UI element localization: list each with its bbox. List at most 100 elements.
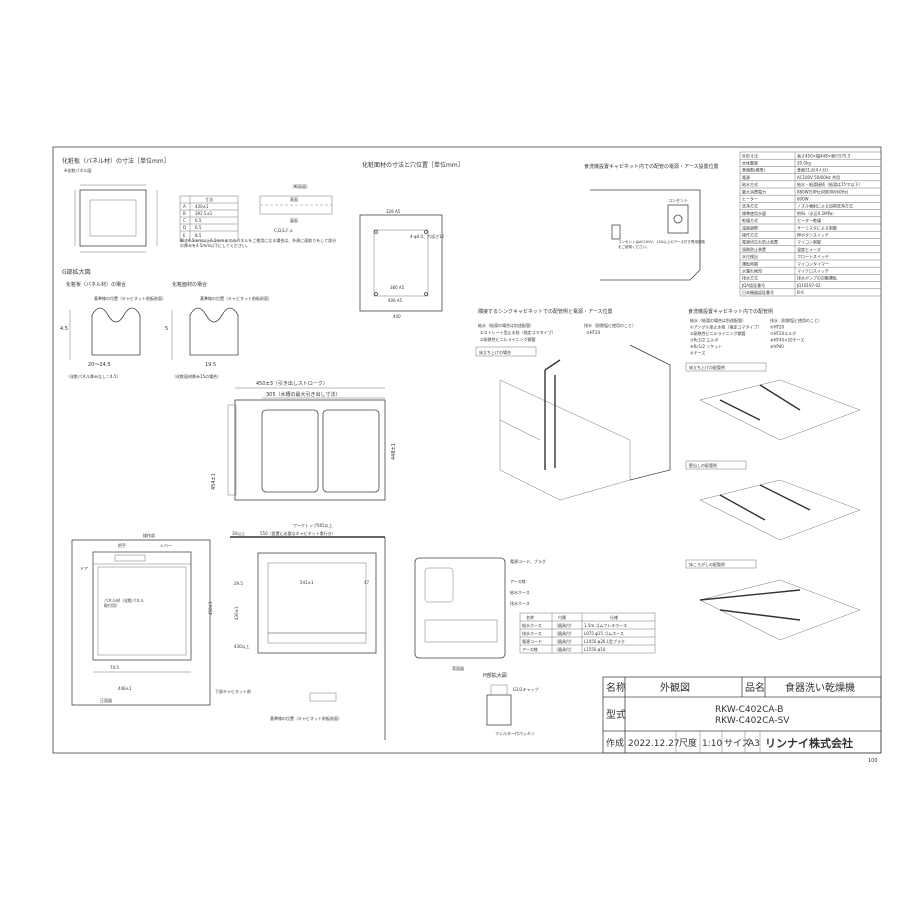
spec-value: 約9L（水圧0.2MPa） [797, 210, 836, 216]
g-detail-title: G部拡大図 [62, 268, 91, 276]
g-dim: 20～24.5 [88, 362, 111, 368]
panel-table-key: E [183, 233, 186, 238]
tb-product-value: 食器洗い乾燥機 [785, 681, 855, 694]
back-label: 給水ホース [510, 589, 530, 595]
hose-cell: （器具付） [554, 622, 574, 628]
spec-key: 日本機器認証番号 [742, 289, 774, 295]
side-dim: 30以上 [232, 530, 245, 536]
panel-table-value: 430±1 [195, 204, 209, 209]
g-dim: 4.5 [60, 326, 68, 332]
spec-value: ヒーター乾燥 [797, 217, 821, 223]
side-section: 正面図 [100, 698, 112, 703]
hose-cell: 排水ホース [522, 630, 542, 636]
interior-item: 給水（給湯の場合は別途配管） [690, 317, 746, 323]
spec-key: 乾燥方式 [742, 217, 758, 223]
spec-key: 過熱防止装置 [742, 246, 766, 252]
side-dim: 430以上 [234, 643, 250, 649]
spec-value: マイクロスイッチ [797, 268, 829, 274]
back-label: 排水ホース [510, 600, 530, 606]
hose-cell: L975 φ15 ゴムホース [584, 630, 624, 636]
panel-title: 化粧板（パネル材）の寸法［単位mm］ [62, 157, 170, 165]
interior-item: ⑦HT20エルボ [770, 330, 796, 336]
g-dim: 5 [165, 326, 168, 332]
spec-value: 排水ポンプの自動運転 [797, 275, 837, 281]
spec-value: ノズル噴射による加熱洗浄方式 [797, 203, 853, 209]
front-view: 450±3（引き出しストローク） 305（水槽の最大引き出し寸法） 448±1 … [211, 380, 397, 501]
side-dim: 448±1 [118, 686, 132, 691]
interior-case: 床ころがしの配管例 [689, 561, 725, 567]
hole-dimension-section: 化粧面材の寸法と穴位置［単位mm］ 328 A5 380 A5 406 A5 4… [359, 161, 464, 319]
elec-title: 食洗機設置キャビネット内での配管の電源・アース設置位置 [584, 163, 718, 170]
spec-value: 食器31点(4人分) [797, 167, 828, 173]
panel-table-key: A [183, 204, 186, 209]
interior-item: ⑥HT20 [770, 325, 785, 330]
spec-key: 操作方式 [742, 232, 758, 238]
spec-value: 高さ450×幅448×奥行575.5 [797, 152, 851, 158]
panel-note-text: 厚さ4.5mm以上6.5mmまでのパネルをご使用になる場合は、外周に面取りをして… [180, 238, 337, 248]
spec-key: 温度調節 [742, 224, 758, 230]
hose-cell: L1450 φ26 L型プラグ [584, 638, 625, 644]
front-dim: 454±1 [211, 473, 217, 490]
hose-cell: 電源コード [522, 638, 542, 644]
tb-model-label: 型式 [606, 708, 626, 721]
hose-cell: アース線 [522, 646, 538, 652]
h-cap: G1/2キャップ [513, 686, 539, 692]
panel-section-dim: C,D,E,F,± [274, 228, 293, 233]
hose-header: 名称 [526, 614, 534, 620]
side-panel-label-block: パネル材（化粧パネル取付用） [104, 598, 144, 608]
spec-key: 洗浄方式 [742, 203, 758, 209]
spec-value: サーミスタによる制御 [797, 224, 837, 230]
interior-case: 床立ち上げの配管例 [689, 364, 725, 370]
back-label: 電源コード、プラグ [510, 558, 546, 564]
panel-section-label: 〔断面図〕 [290, 183, 310, 189]
elec-cabinet [590, 189, 701, 281]
sheet-code: 100 [868, 758, 878, 764]
panel-table-key: C [183, 218, 186, 223]
interior-item: ⑤チーズ [690, 350, 705, 356]
electrical-section: 食洗機設置キャビネット内での配管の電源・アース設置位置 コンセント コンセントは… [584, 163, 718, 281]
hole-dim: 406 A5 [388, 298, 403, 303]
spec-value: B-6 [797, 290, 804, 295]
interior-item: 排水（耐熱塩ビ使用のこと） [770, 317, 822, 323]
spec-key: 排水方式 [742, 275, 758, 281]
spec-key: 外形寸法 [742, 152, 758, 158]
side-label: レバー [160, 543, 172, 548]
panel-table-value: 8.5 [195, 233, 202, 238]
interior-item: ③Rc1/2 エルボ [690, 337, 718, 343]
tb-created-value: 2022.12.27 [628, 739, 680, 749]
g-frame-case: 化粧面材の場合 [172, 281, 207, 288]
g-dim: 19.5 [205, 362, 216, 368]
sheet-border [52, 146, 882, 754]
hose-cell: （器具付） [554, 630, 574, 636]
panel-table-value: 6.5 [195, 225, 202, 230]
side-label: パネル材（化粧パネル取付用） [104, 598, 144, 608]
h-detail: H部拡大図 G1/2キャップ フィルター付パッキン [483, 672, 539, 736]
spec-value: 給水・給湯接続（給湯は75℃以下） [797, 181, 863, 187]
spec-key: 給水方式 [742, 181, 758, 187]
side-dim: 29.5 [234, 581, 243, 586]
g-frame-profile [189, 307, 239, 356]
tb-size-value: A3 [748, 739, 760, 749]
side-label: ワークトップ565以上 [293, 522, 333, 528]
h-packing: フィルター付パッキン [495, 730, 535, 736]
hole-panel-outline [359, 214, 443, 312]
spec-value: 押ボタンスイッチ [797, 232, 829, 238]
spec-key: ヒーター [742, 196, 758, 202]
side-dim: 430±1 [234, 606, 239, 620]
spec-value: 880W(50Hz)/880W(60Hz) [797, 189, 849, 194]
interior-item: ②耐熱性ビニルライニング鋼管 [690, 330, 746, 336]
side-dim: 450±1 [208, 601, 213, 615]
panel-note: ※化粧パネル図 [64, 167, 91, 173]
side-label: 把手 [118, 542, 126, 548]
interior-item: ④Rc1/2 ソケット [690, 343, 722, 349]
panel-inner [89, 199, 137, 237]
front-dim: 305（水槽の最大引き出し寸法） [266, 391, 341, 398]
hole-dim: 328 A5 [386, 209, 401, 214]
spec-value: 20.0kg [797, 161, 811, 166]
hose-cell: （器具付） [554, 646, 574, 652]
side-dim: 541±1 [300, 580, 314, 585]
side-label: 下部キャビネット前 [215, 688, 251, 694]
back-view-label: 背面図 [452, 665, 464, 671]
g-note: （化粧パネル厚みなし＝4.5） [66, 373, 120, 379]
